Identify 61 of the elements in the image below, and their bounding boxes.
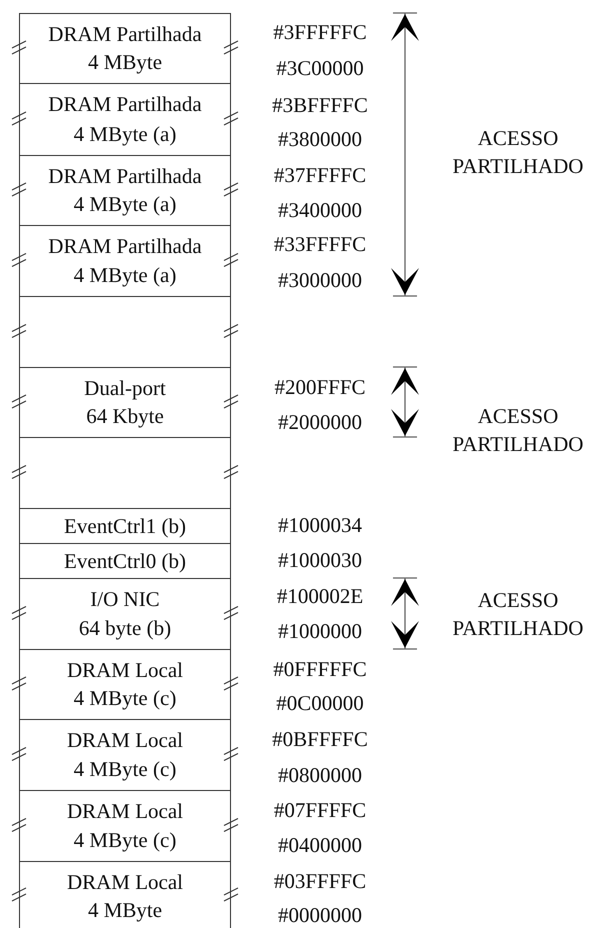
block-size: 4 MByte (88, 52, 162, 74)
address-label: #3400000 (278, 197, 362, 224)
memory-block (19, 508, 231, 544)
address-label: #3C00000 (276, 55, 364, 82)
memory-gap (19, 296, 231, 368)
block-name: DRAM Partilhada (48, 94, 202, 116)
address-label: #0800000 (278, 762, 362, 789)
address-label: #37FFFFC (274, 162, 366, 189)
block-size: 4 MByte (c) (74, 759, 176, 780)
memory-block (19, 861, 231, 928)
block-size: 64 byte (b) (78, 618, 172, 639)
address-label: #3800000 (278, 126, 362, 153)
address-label: #3BFFFFC (272, 92, 368, 119)
block-name: Dual-port (84, 378, 166, 399)
block-name: EventCtrl1 (b) (64, 516, 186, 536)
block-name: DRAM Partilhada (48, 236, 202, 257)
memory-block (19, 13, 231, 84)
block-name: DRAM Local (66, 730, 184, 751)
block-name: EventCtrl0 (b) (64, 550, 186, 572)
block-name: DRAM Local (66, 801, 184, 822)
memory-gap (19, 437, 231, 509)
block-size: 4 MByte (88, 900, 162, 920)
address-label: #3000000 (278, 267, 362, 294)
block-name: I/O NIC (90, 589, 160, 610)
address-label: #0000000 (278, 902, 362, 928)
block-name: DRAM Local (66, 872, 184, 892)
range-label: ACESSO PARTILHADO (452, 125, 584, 180)
block-size: 4 MByte (c) (74, 830, 176, 851)
memory-block (19, 83, 231, 156)
address-label: #07FFFFC (274, 797, 366, 824)
block-size: 64 Kbyte (86, 406, 164, 428)
block-size: 4 MByte (a) (74, 124, 176, 145)
range-label: ACESSO PARTILHADO (452, 403, 584, 458)
range-label: ACESSO PARTILHADO (452, 587, 584, 642)
address-label: #200FFFC (274, 374, 366, 401)
address-label: #3FFFFFC (273, 19, 367, 46)
block-name: DRAM Partilhada (48, 166, 202, 187)
address-label: #0400000 (278, 832, 362, 859)
address-label: #0BFFFFC (272, 726, 368, 753)
block-name: DRAM Partilhada (48, 24, 202, 45)
address-label: #33FFFFC (274, 231, 366, 258)
address-label: #0C00000 (276, 690, 364, 717)
memory-block (19, 225, 231, 297)
address-label: #2000000 (278, 409, 362, 436)
address-label: #1000034 (278, 512, 362, 539)
memory-block (19, 578, 231, 650)
memory-block (19, 367, 231, 438)
block-name: DRAM Local (66, 660, 184, 681)
address-label: #03FFFFC (274, 868, 366, 895)
block-size: 4 MByte (c) (74, 688, 176, 710)
block-size: 4 MByte (a) (74, 194, 176, 216)
memory-block (19, 543, 231, 579)
address-label: #100002E (276, 583, 364, 610)
address-label: #0FFFFFC (273, 656, 367, 683)
address-label: #1000030 (278, 547, 362, 574)
block-size: 4 MByte (a) (74, 265, 176, 286)
memory-block (19, 790, 231, 862)
memory-block (19, 719, 231, 791)
address-label: #1000000 (278, 618, 362, 645)
memory-block (19, 649, 231, 720)
memory-block (19, 155, 231, 226)
